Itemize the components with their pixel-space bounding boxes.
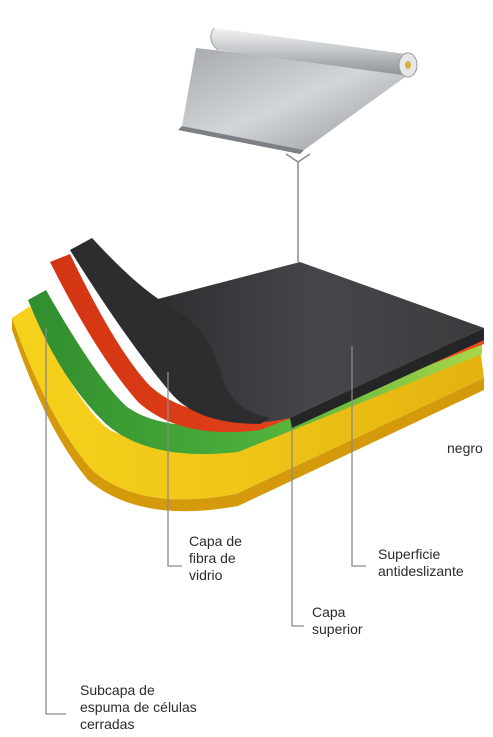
label-capa-superior: Capa superior	[312, 604, 363, 637]
leader-subcapa	[45, 328, 66, 715]
material-roll	[178, 27, 418, 154]
layer-black-top	[154, 262, 484, 423]
leader-superficie	[351, 346, 366, 567]
leader-superior	[291, 428, 304, 627]
roll-sheet	[182, 48, 412, 150]
roll-connector	[285, 153, 311, 262]
leader-fibra	[167, 372, 182, 567]
roll-cylinder	[210, 28, 414, 76]
leader-lines	[45, 328, 366, 715]
layered-sheet	[12, 238, 484, 512]
label-superficie-antideslizante: Superficie antideslizante	[378, 546, 464, 579]
layer-foam-yellow	[12, 306, 484, 500]
label-fibra-de-vidrio: Capa de fibra de vidrio	[189, 533, 242, 583]
layer-black-flap	[70, 238, 270, 424]
label-negro: negro	[447, 440, 483, 456]
label-subcapa-espuma: Subcapa de espuma de células cerradas	[80, 682, 197, 732]
